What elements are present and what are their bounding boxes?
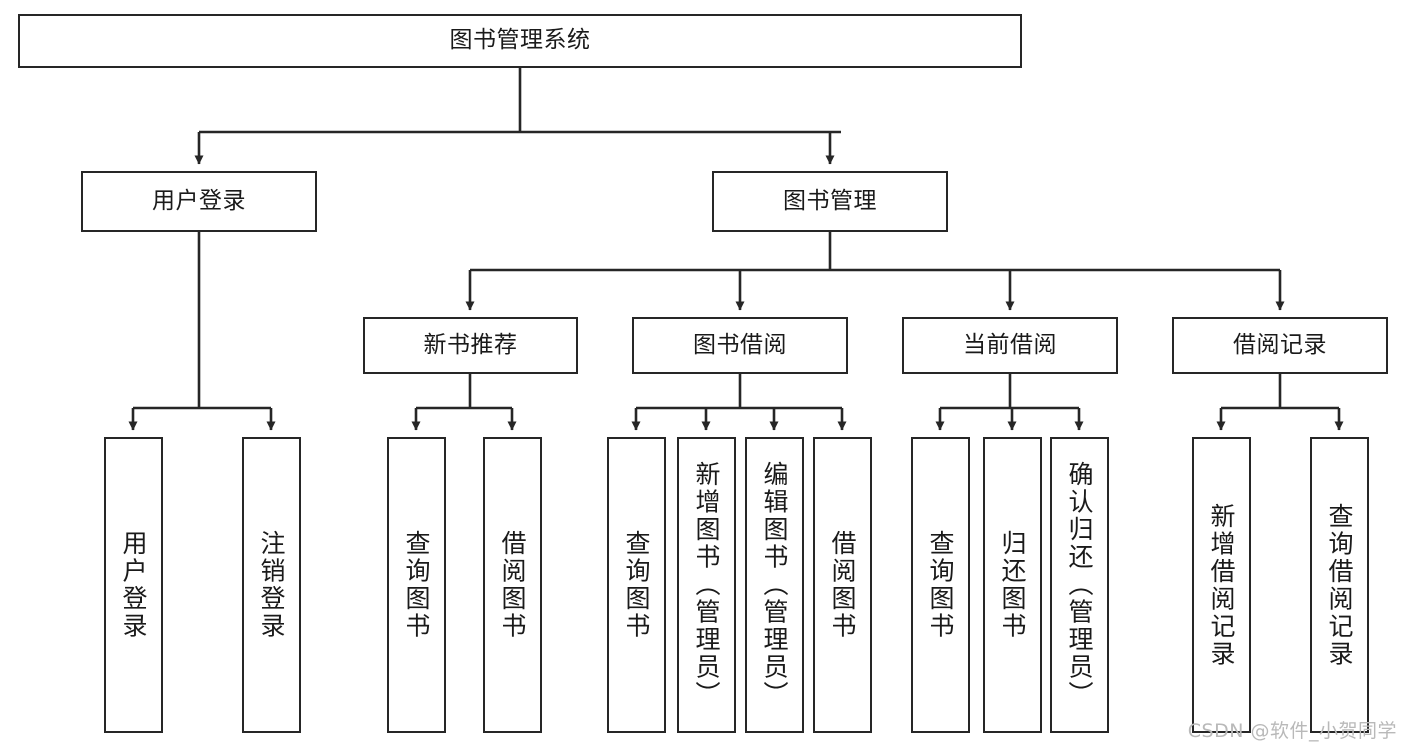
node-new-book-recommendation[interactable]: 新书推荐 xyxy=(363,317,578,374)
node-label: 借阅图书 xyxy=(828,530,857,640)
leaf-query-book-newbook[interactable]: 查询图书 xyxy=(387,437,446,733)
node-book-borrowing[interactable]: 图书借阅 xyxy=(632,317,848,374)
node-label: 查询图书 xyxy=(622,530,651,640)
leaf-add-borrow-record[interactable]: 新增借阅记录 xyxy=(1192,437,1251,733)
node-borrow-records[interactable]: 借阅记录 xyxy=(1172,317,1388,374)
node-label: 用户登录 xyxy=(152,187,246,214)
node-book-management[interactable]: 图书管理 xyxy=(712,171,948,232)
node-label: 查询借阅记录 xyxy=(1325,502,1354,668)
node-label: 归还图书 xyxy=(998,530,1027,640)
node-root-system[interactable]: 图书管理系统 xyxy=(18,14,1022,68)
node-label: 图书管理 xyxy=(783,187,877,214)
node-current-borrowing[interactable]: 当前借阅 xyxy=(902,317,1118,374)
leaf-edit-book-admin[interactable]: 编辑图书（管理员） xyxy=(745,437,804,733)
leaf-query-book-current[interactable]: 查询图书 xyxy=(911,437,970,733)
node-label: 查询图书 xyxy=(926,530,955,640)
leaf-borrow-book[interactable]: 借阅图书 xyxy=(813,437,872,733)
node-label: 新书推荐 xyxy=(423,331,518,358)
node-label: 编辑图书（管理员） xyxy=(760,461,789,709)
leaf-confirm-return-admin[interactable]: 确认归还（管理员） xyxy=(1050,437,1109,733)
node-label: 图书管理系统 xyxy=(449,27,591,54)
watermark-text: CSDN @软件_小贺同学 xyxy=(1187,720,1397,742)
leaf-query-borrow-record[interactable]: 查询借阅记录 xyxy=(1310,437,1369,733)
leaf-logout[interactable]: 注销登录 xyxy=(242,437,301,733)
node-label: 用户登录 xyxy=(119,530,148,640)
leaf-add-book-admin[interactable]: 新增图书（管理员） xyxy=(677,437,736,733)
node-label: 确认归还（管理员） xyxy=(1065,461,1094,709)
leaf-query-book-borrow[interactable]: 查询图书 xyxy=(607,437,666,733)
node-label: 新增借阅记录 xyxy=(1207,502,1236,668)
node-user-login[interactable]: 用户登录 xyxy=(81,171,317,232)
node-label: 查询图书 xyxy=(402,530,431,640)
node-label: 注销登录 xyxy=(257,530,286,640)
node-label: 新增图书（管理员） xyxy=(692,461,721,709)
leaf-borrow-book-newbook[interactable]: 借阅图书 xyxy=(483,437,542,733)
node-label: 图书借阅 xyxy=(693,331,787,358)
node-label: 当前借阅 xyxy=(963,331,1057,358)
leaf-user-login[interactable]: 用户登录 xyxy=(104,437,163,733)
node-label: 借阅图书 xyxy=(498,530,527,640)
leaf-return-book[interactable]: 归还图书 xyxy=(983,437,1042,733)
node-label: 借阅记录 xyxy=(1233,331,1327,358)
